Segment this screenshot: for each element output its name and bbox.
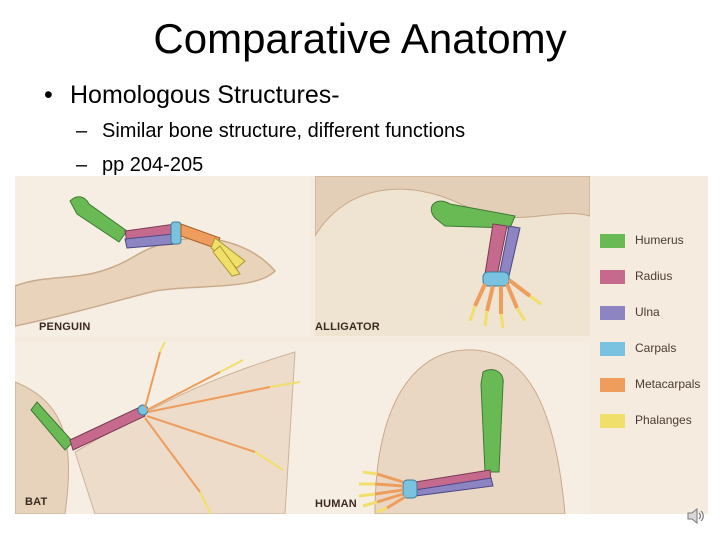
legend-swatch <box>600 270 625 284</box>
legend-swatch <box>600 378 625 392</box>
legend-label: Humerus <box>635 233 684 247</box>
legend-swatch <box>600 342 625 356</box>
bullet-text: Homologous Structures- <box>70 81 340 109</box>
penguin-illustration <box>15 176 311 336</box>
panel-label-human: HUMAN <box>315 498 357 510</box>
legend-item-ulna: Ulna <box>600 304 708 340</box>
panel-label-bat: BAT <box>25 496 48 508</box>
legend-label: Radius <box>635 269 673 283</box>
subbullet-2: –pp 204-205 <box>76 152 203 178</box>
legend-label: Metacarpals <box>635 377 701 391</box>
legend-swatch <box>600 414 625 428</box>
speaker-icon[interactable] <box>686 506 706 526</box>
alligator-panel: ALLIGATOR <box>315 176 590 336</box>
sub-marker: – <box>76 120 88 142</box>
subbullet-text-2: pp 204-205 <box>102 154 204 176</box>
sub-marker: – <box>76 154 88 176</box>
alligator-illustration <box>315 176 590 336</box>
human-illustration <box>315 342 590 514</box>
human-panel: HUMAN <box>315 342 590 514</box>
penguin-panel: PENGUIN <box>15 176 311 336</box>
legend-item-phalanges: Phalanges <box>600 412 708 448</box>
legend-label: Phalanges <box>635 413 692 427</box>
legend-swatch <box>600 234 625 248</box>
bone-legend: Humerus Radius Ulna Carpals Metacarpals … <box>600 232 708 448</box>
panel-label-penguin: PENGUIN <box>39 321 91 333</box>
subbullet-text-1: Similar bone structure, different functi… <box>102 120 466 142</box>
legend-label: Ulna <box>635 305 660 319</box>
bat-panel: BAT <box>15 342 315 514</box>
slide-title: Comparative Anatomy <box>153 15 567 62</box>
legend-item-carpals: Carpals <box>600 340 708 376</box>
bullet-homologous: • Homologous Structures- <box>44 80 340 110</box>
subbullet-1: –Similar bone structure, different funct… <box>76 118 465 144</box>
homologous-limbs-figure: PENGUIN ALLIGATOR BAT <box>15 176 708 514</box>
legend-swatch <box>600 306 625 320</box>
bullet-marker: • <box>44 81 53 109</box>
legend-item-radius: Radius <box>600 268 708 304</box>
legend-item-humerus: Humerus <box>600 232 708 268</box>
bat-illustration <box>15 342 315 514</box>
legend-label: Carpals <box>635 341 677 355</box>
legend-item-metacarpals: Metacarpals <box>600 376 708 412</box>
panel-label-alligator: ALLIGATOR <box>315 321 380 333</box>
